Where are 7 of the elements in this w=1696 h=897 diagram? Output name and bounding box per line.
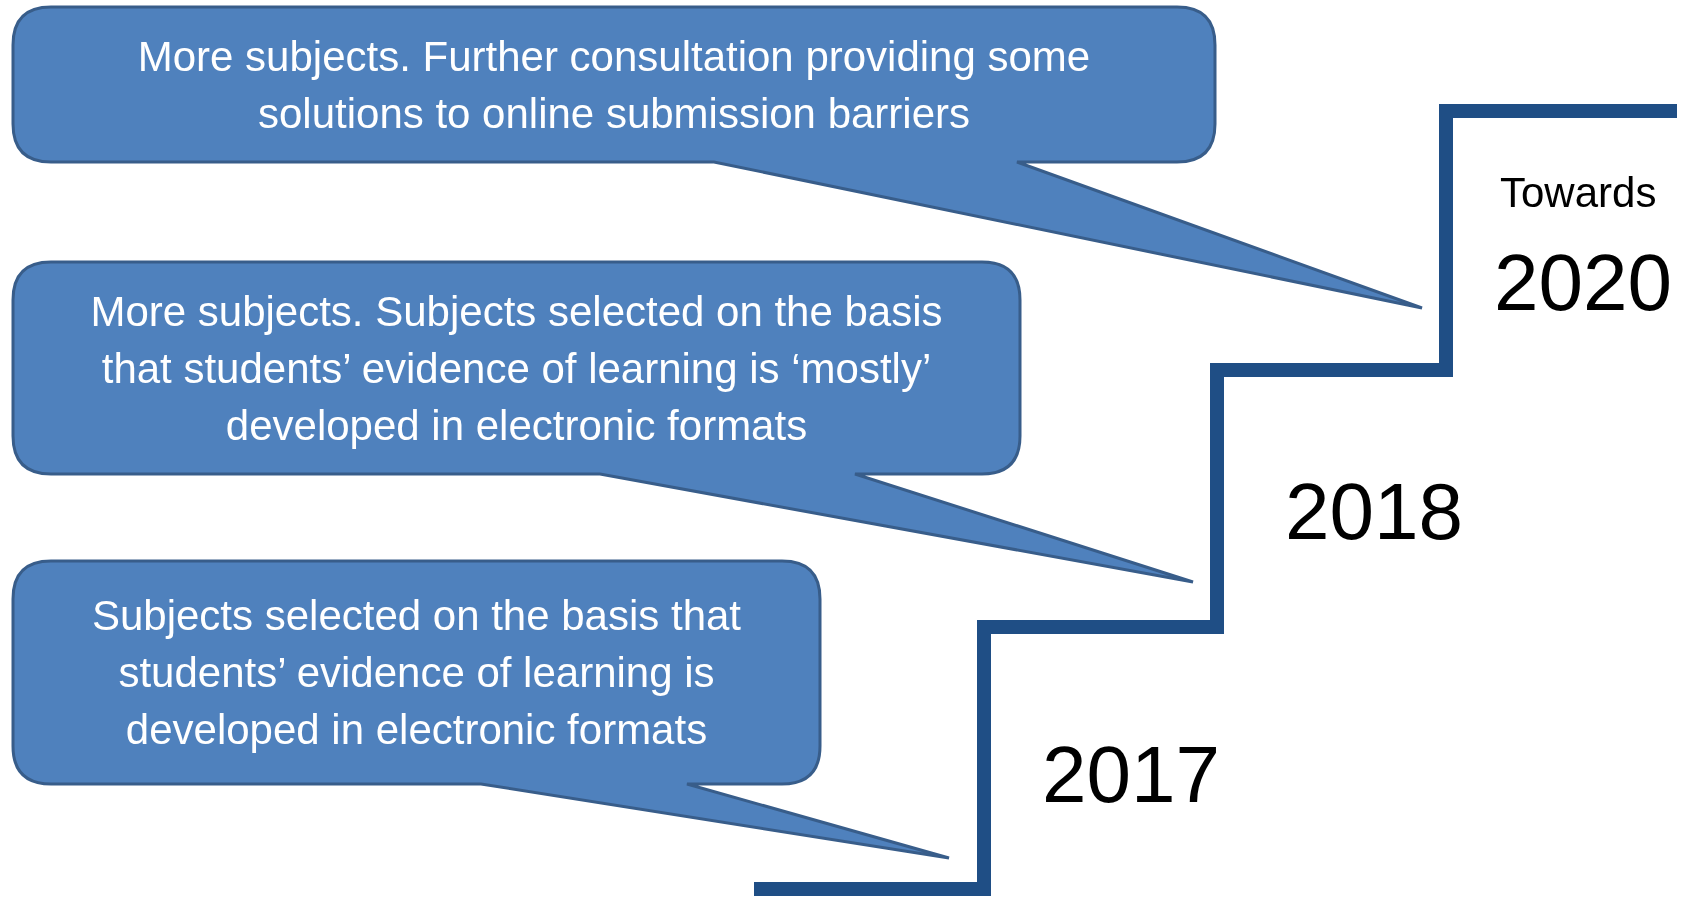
callout-text: More subjects. Further consultation providing some solutions to online submission barriers <box>136 31 1092 139</box>
year-label: 2017 <box>1042 735 1220 815</box>
callout-text: More subjects. Subjects selected on the basis that students’ evidence of learning is ‘mostly’ developed in electronic formats <box>89 286 944 451</box>
callout-text: Subjects selected on the basis that students’ evidence of learning is developed in electronic formats <box>90 591 743 755</box>
period-label: Towards <box>1500 172 1657 214</box>
year-label: 2018 <box>1285 472 1463 552</box>
year-label: 2020 <box>1494 243 1672 323</box>
